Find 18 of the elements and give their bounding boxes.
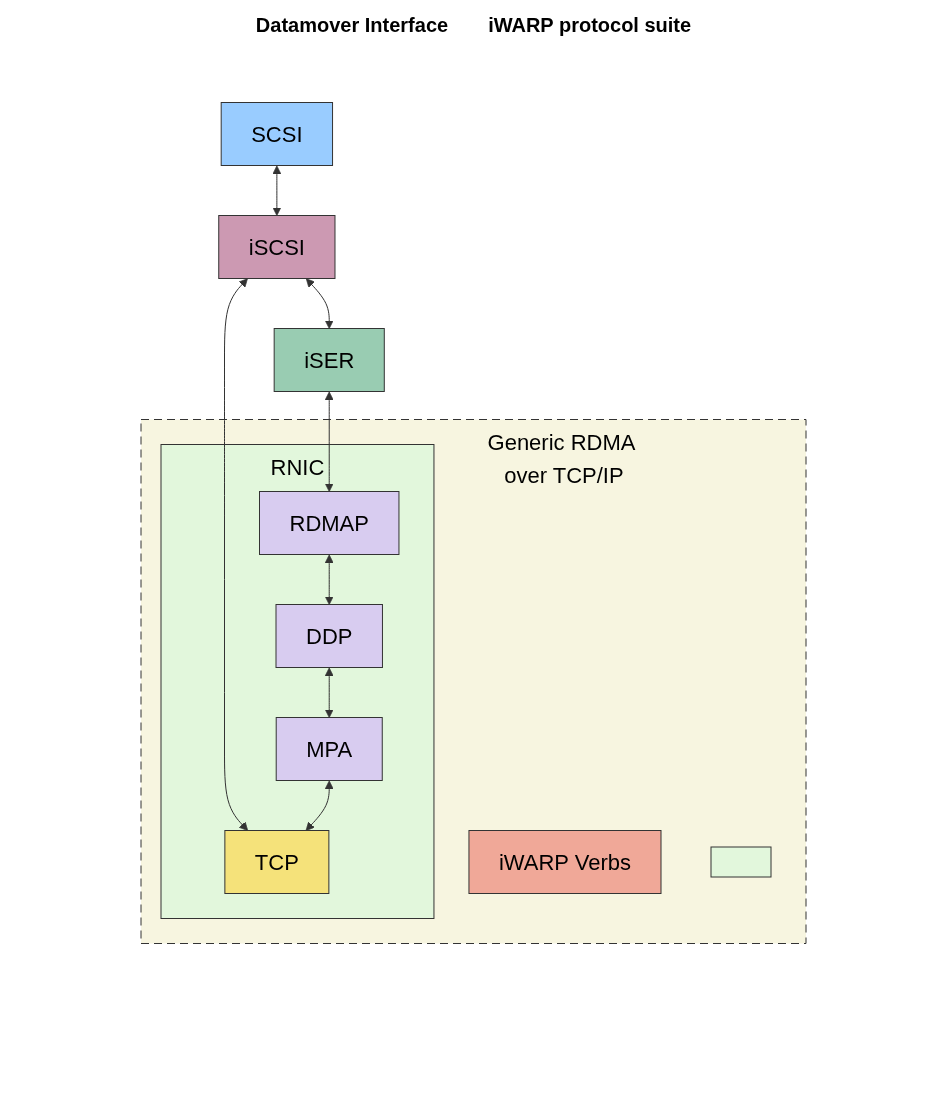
node-box: iWARP Verbs xyxy=(468,830,662,894)
node-box: TCP xyxy=(224,830,330,894)
arrow xyxy=(224,278,249,831)
node-box xyxy=(710,846,772,878)
arrow xyxy=(305,780,334,831)
node-box: SCSI xyxy=(220,102,334,166)
annotation-label: iWARP protocol suite xyxy=(488,14,692,37)
arrow xyxy=(324,391,334,492)
annotation-label: Datamover Interface xyxy=(255,14,449,37)
node-box: DDP xyxy=(275,604,383,668)
node-box: MPA xyxy=(275,717,383,781)
arrow xyxy=(272,165,282,216)
arrow xyxy=(324,667,334,718)
arrow xyxy=(324,554,334,605)
node-box: RDMAP xyxy=(259,491,400,555)
arrow xyxy=(305,278,334,329)
node-box: iSER xyxy=(273,328,385,392)
node-box: iSCSI xyxy=(218,215,336,279)
